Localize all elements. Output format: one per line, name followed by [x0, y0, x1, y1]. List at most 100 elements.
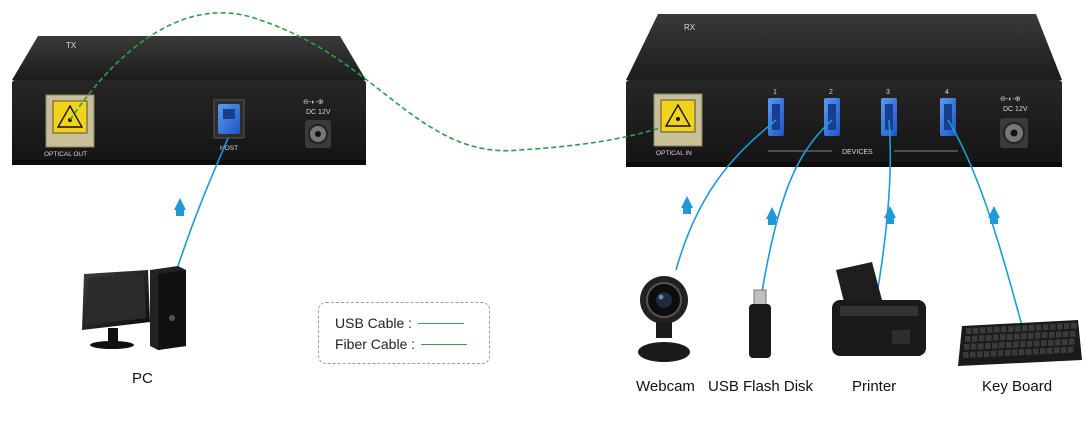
keyboard-key [1013, 341, 1019, 348]
device-label-keyboard: Key Board [982, 378, 1053, 395]
keyboard-key [1068, 346, 1074, 353]
keyboard-key [1062, 339, 1068, 346]
usb-plug-icons [174, 196, 1000, 225]
keyboard-key [971, 343, 977, 350]
keyboard-key [1026, 348, 1032, 355]
keyboard-key [991, 350, 997, 357]
keyboard-key [1021, 333, 1027, 340]
tx-power-jack[interactable] [305, 120, 331, 148]
laser-warning-icon [664, 103, 692, 127]
cable-legend: USB Cable : Fiber Cable : [318, 302, 490, 364]
device-usb-port-3[interactable] [881, 98, 897, 136]
keyboard-key [1041, 340, 1047, 347]
rx-unit: RX OPTICAL IN 1 2 3 4 DEVICES ⊖-◐-⊕ DC 1… [626, 14, 1062, 167]
keyboard-key [1070, 330, 1076, 337]
device-port-number-2: 2 [829, 89, 833, 96]
keyboard-key [977, 351, 983, 358]
legend-usb-row: USB Cable : [335, 315, 465, 331]
keyboard-icon [958, 320, 1082, 366]
host-usb-port[interactable] [213, 99, 245, 139]
keyboard-key [1047, 347, 1053, 354]
keyboard-key [1000, 334, 1006, 341]
legend-fiber-label: Fiber Cable : [335, 336, 416, 352]
keyboard-key [964, 344, 970, 350]
keyboard-key [998, 350, 1004, 357]
keyboard-key [1069, 338, 1075, 345]
keyboard-key [1033, 348, 1039, 355]
device-port-number-4: 4 [945, 89, 949, 96]
keyboard-key [1007, 333, 1013, 340]
usb-cable-pc [175, 137, 229, 273]
tx-top-label: TX [66, 41, 77, 50]
keyboard-key [1035, 332, 1041, 339]
device-label-webcam: Webcam [636, 378, 695, 395]
keyboard-key [1043, 324, 1049, 331]
webcam-icon [638, 276, 690, 362]
keyboard-key [1028, 332, 1034, 339]
devices-label: DEVICES [842, 149, 873, 156]
usb-cable-printer [875, 119, 892, 301]
keyboard-key [1029, 324, 1035, 331]
keyboard-key [1005, 349, 1011, 356]
rx-power-label: DC 12V [1003, 106, 1028, 113]
keyboard-key [1008, 325, 1014, 332]
keyboard-key [979, 335, 985, 342]
keyboard-key [1042, 332, 1048, 339]
keyboard-key [1014, 333, 1020, 340]
keyboard-key [1034, 340, 1040, 347]
tx-power-label: DC 12V [306, 109, 331, 116]
keyboard-key [973, 327, 979, 334]
keyboard-key [978, 343, 984, 350]
laser-warning-icon [56, 104, 84, 128]
legend-usb-label: USB Cable : [335, 315, 413, 331]
keyboard-key [987, 326, 993, 333]
keyboard-key [1001, 326, 1007, 333]
keyboard-key [1050, 323, 1056, 330]
keyboard-key [1027, 340, 1033, 347]
usb-cable-keyboard [947, 119, 1023, 327]
printer-icon [832, 262, 926, 356]
tx-power-symbol: ⊖-◐-⊕ [303, 99, 324, 106]
legend-fiber-swatch [421, 343, 468, 345]
keyboard-key [972, 335, 978, 342]
legend-usb-swatch [418, 322, 465, 324]
usb-cables [175, 119, 1023, 327]
optical-out-label: OPTICAL OUT [44, 151, 87, 158]
keyboard-key [970, 351, 976, 358]
keyboard-key [1040, 348, 1046, 355]
device-usb-port-1[interactable] [768, 98, 784, 136]
optical-in-port[interactable] [653, 93, 703, 147]
device-label-flash-disk: USB Flash Disk [708, 378, 814, 395]
device-label-pc: PC [132, 370, 153, 387]
keyboard-key [1071, 322, 1077, 329]
host-label: HOST [220, 145, 238, 152]
keyboard-key [986, 334, 992, 341]
keyboard-key [966, 328, 972, 334]
keyboard-key [1049, 331, 1055, 338]
legend-fiber-row: Fiber Cable : [335, 336, 468, 352]
keyboard-key [1054, 347, 1060, 354]
usb-cable-webcam [675, 119, 777, 271]
device-usb-port-2[interactable] [824, 98, 840, 136]
keyboard-key [1006, 341, 1012, 348]
optical-out-port[interactable] [45, 94, 95, 148]
keyboard-key [1015, 325, 1021, 332]
device-label-printer: Printer [852, 378, 897, 395]
keyboard-key [1019, 349, 1025, 356]
keyboard-key [1048, 339, 1054, 346]
device-port-number-1: 1 [773, 89, 777, 96]
keyboard-key [963, 352, 969, 358]
fiber-cable [69, 12, 661, 152]
tx-unit: TX OPTICAL OUT HOST ⊖-◐-⊕ DC 12V [12, 36, 366, 165]
keyboard-key [1061, 347, 1067, 354]
rx-top-label: RX [684, 23, 696, 32]
keyboard-key [1012, 349, 1018, 356]
keyboard-key [1022, 325, 1028, 332]
pc-icon [82, 266, 186, 350]
flash-disk-icon [749, 289, 771, 358]
keyboard-key [1057, 323, 1063, 330]
keyboard-key [1020, 341, 1026, 348]
rx-power-jack[interactable] [1000, 118, 1028, 148]
keyboard-key [999, 342, 1005, 349]
keyboard-key [1036, 324, 1042, 331]
